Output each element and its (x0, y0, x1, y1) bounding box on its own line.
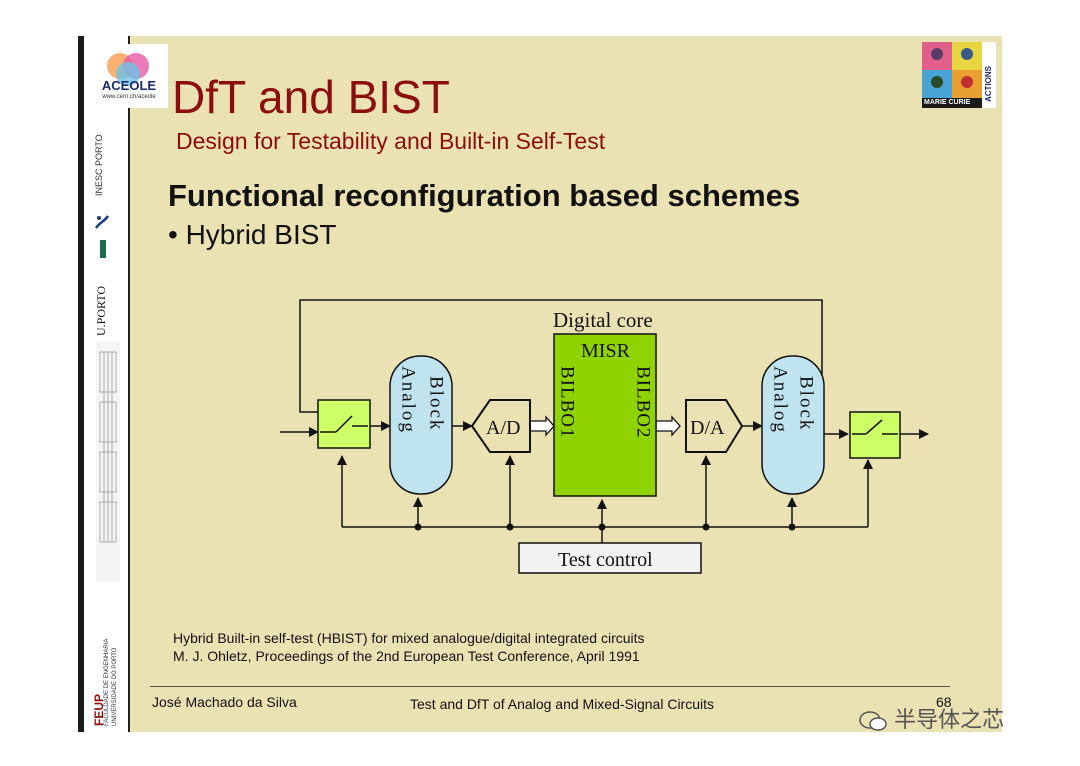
bilbo2-label: BILBO2 (633, 366, 654, 439)
building-image (94, 342, 122, 582)
aceole-logo: ACEOLE www.cern.ch/aceole (90, 44, 168, 108)
junction-dot (598, 523, 606, 531)
footer-author: José Machado da Silva (152, 694, 297, 710)
analog-block-1-label-2: Block (426, 376, 447, 431)
marie-curie-text: MARIE CURIE (924, 99, 971, 106)
bullet-item: • Hybrid BIST (168, 219, 337, 250)
test-control-block (518, 542, 702, 574)
analog-block-1 (389, 355, 453, 495)
slide-background (78, 36, 1002, 732)
uporto-logo-text: U.PORTO (94, 285, 108, 336)
section-heading: Functional reconfiguration based schemes (168, 178, 801, 213)
reference-line-1: Hybrid Built-in self-test (HBIST) for mi… (173, 630, 645, 646)
digital-core-label: Digital core (553, 308, 653, 332)
wechat-icon (858, 709, 888, 733)
watermark: 半导体之芯 (858, 702, 1004, 734)
bilbo1-label: BILBO1 (557, 366, 578, 439)
misr-label: MISR (581, 340, 631, 362)
reference-line-2: M. J. Ohletz, Proceedings of the 2nd Eur… (173, 648, 640, 664)
analog-block-2 (761, 355, 825, 495)
slide-subtitle: Design for Testability and Built-in Self… (176, 128, 606, 154)
inesc-logo-icon (94, 214, 110, 230)
adc-block (470, 399, 531, 453)
switch-symbol (320, 415, 368, 433)
feedback-loop-wire (299, 299, 823, 413)
sidebar-bar (78, 36, 84, 732)
inesc-logo-mark (100, 240, 106, 258)
analog-block-1-label: Analog (398, 366, 419, 434)
aceole-logo-text: ACEOLE (101, 78, 157, 93)
page-number: 68 (936, 694, 952, 710)
feup-full-name-2: UNIVERSIDADE DO PORTO (112, 647, 118, 726)
footer-course: Test and DfT of Analog and Mixed-Signal … (410, 696, 715, 712)
dac-block (685, 399, 744, 453)
digital-core-block (553, 333, 657, 497)
actions-text: ACTIONS (984, 66, 993, 102)
aceole-logo-url: www.cern.ch/aceole (102, 94, 156, 100)
junction-dot (506, 523, 514, 531)
institution-sidebar: INESC PORTO U.PORTO FEUP FACULDADE DE EN… (78, 36, 130, 732)
analog-block-2-label-2: Block (796, 376, 817, 431)
switch-symbol (852, 419, 898, 435)
feup-full-name-1: FACULDADE DE ENGENHARIA (104, 638, 110, 726)
footer-divider (150, 686, 950, 687)
inesc-logo-text: INESC PORTO (94, 134, 104, 196)
marie-curie-logo: MARIE CURIE ACTIONS (922, 42, 996, 108)
test-control-label: Test control (558, 549, 653, 571)
core-to-dac-bus-arrow (655, 415, 681, 437)
junction-dot (788, 523, 796, 531)
adc-label: A/D (486, 417, 520, 439)
watermark-text: 半导体之芯 (894, 707, 1005, 732)
output-switch (849, 411, 901, 459)
slide-title: DfT and BIST (172, 71, 450, 123)
adc-to-core-bus-arrow (529, 415, 555, 437)
junction-dot (702, 523, 710, 531)
dac-label: D/A (690, 417, 725, 439)
analog-block-2-label: Analog (770, 366, 791, 434)
hybrid-bist-diagram: Analog Block A/D Digital core MISR BILBO… (280, 299, 929, 574)
junction-dot (414, 523, 422, 531)
